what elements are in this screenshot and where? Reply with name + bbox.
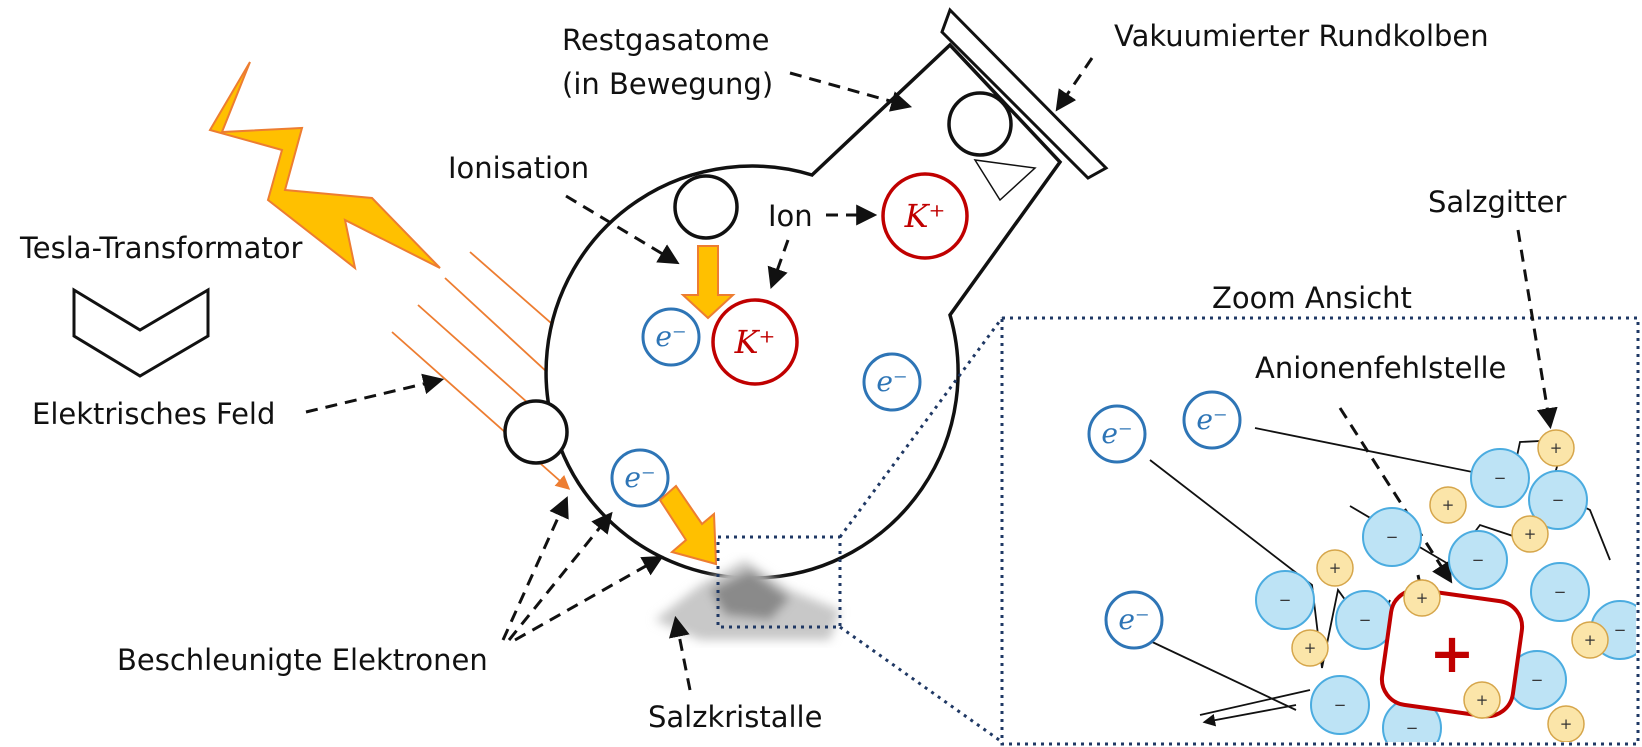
tesla-transformer-icon <box>72 287 210 378</box>
gas-atom <box>673 174 739 240</box>
zoom-contents: − − − − − − − − − − − + + + + + + + + + … <box>1087 390 1636 742</box>
svg-text:+: + <box>1550 439 1563 457</box>
electron: e⁻ <box>641 307 701 367</box>
ionisation-label: Ionisation <box>448 151 589 185</box>
cation: + <box>1571 621 1609 659</box>
svg-text:+: + <box>1442 496 1455 514</box>
cation: + <box>1291 629 1329 667</box>
electron: e⁻ <box>1182 390 1242 450</box>
salt-crystals-label: Salzkristalle <box>648 700 822 734</box>
anion: − <box>1362 507 1422 567</box>
electron: e⁻ <box>610 448 670 508</box>
svg-text:−: − <box>1552 491 1565 509</box>
cation: + <box>1316 549 1354 587</box>
electron: e⁻ <box>1087 404 1147 464</box>
zoom-label: Zoom Ansicht <box>1212 281 1412 315</box>
acceleration-arrow <box>658 484 718 566</box>
electron-symbol: e⁻ <box>1196 403 1227 436</box>
anion-vacancy: + <box>1379 587 1525 719</box>
ion-label: Ion <box>768 199 813 233</box>
anion: − <box>1310 675 1370 735</box>
svg-text:+: + <box>1304 639 1317 657</box>
accel-electrons-label: Beschleunigte Elektronen <box>117 643 488 677</box>
salt-lattice-label: Salzgitter <box>1428 185 1567 219</box>
svg-text:−: − <box>1334 696 1347 714</box>
svg-text:−: − <box>1406 719 1419 737</box>
electron: e⁻ <box>1104 590 1164 650</box>
svg-text:−: − <box>1494 469 1507 487</box>
anion: − <box>1470 448 1530 508</box>
lightning-bolt <box>208 61 441 271</box>
svg-text:+: + <box>1329 559 1342 577</box>
anion: − <box>1448 530 1508 590</box>
svg-text:+: + <box>1584 631 1597 649</box>
salt-crystals <box>655 560 840 640</box>
svg-text:−: − <box>1614 621 1627 639</box>
electron: e⁻ <box>862 352 922 412</box>
cation: + <box>1463 681 1501 719</box>
cation: + <box>1403 579 1441 617</box>
cation: + <box>1547 705 1585 742</box>
motion-wedge <box>973 159 1037 202</box>
restgas-label-line2: (in Bewegung) <box>562 67 773 101</box>
anion: − <box>1530 562 1590 622</box>
svg-text:+: + <box>1560 715 1573 733</box>
potassium-ion: K⁺ <box>711 298 799 386</box>
anion: − <box>1528 470 1588 530</box>
ion-symbol: K⁺ <box>734 323 776 361</box>
gas-atom <box>947 91 1013 157</box>
svg-text:−: − <box>1279 591 1292 609</box>
cation: + <box>1511 515 1549 553</box>
potassium-ion: K⁺ <box>881 172 969 260</box>
svg-text:+: + <box>1524 525 1537 543</box>
electron-symbol: e⁻ <box>1118 603 1149 636</box>
vacancy-plus: + <box>1429 622 1474 685</box>
svg-text:−: − <box>1386 528 1399 546</box>
svg-text:−: − <box>1531 671 1544 689</box>
cation: + <box>1537 429 1575 467</box>
electron-symbol: e⁻ <box>655 320 686 353</box>
field-label: Elektrisches Feld <box>32 397 275 431</box>
svg-text:+: + <box>1416 589 1429 607</box>
flask-stopper <box>940 7 1109 180</box>
gas-atom <box>503 399 569 465</box>
electron-symbol: e⁻ <box>1101 417 1132 450</box>
flask-label: Vakuumierter Rundkolben <box>1114 19 1489 53</box>
electron-symbol: e⁻ <box>624 461 655 494</box>
svg-text:−: − <box>1472 551 1485 569</box>
zoom-source-box <box>716 535 842 629</box>
restgas-label-line1: Restgasatome <box>562 23 769 57</box>
svg-text:+: + <box>1476 691 1489 709</box>
anion: − <box>1255 570 1315 630</box>
svg-text:−: − <box>1554 583 1567 601</box>
svg-text:−: − <box>1359 611 1372 629</box>
cation: + <box>1429 486 1467 524</box>
electron-symbol: e⁻ <box>876 365 907 398</box>
anion-vacancy-label: Anionenfehlstelle <box>1255 351 1506 385</box>
ion-symbol: K⁺ <box>904 197 946 235</box>
ionisation-arrow <box>680 245 736 320</box>
tesla-label: Tesla-Transformator <box>19 231 303 265</box>
